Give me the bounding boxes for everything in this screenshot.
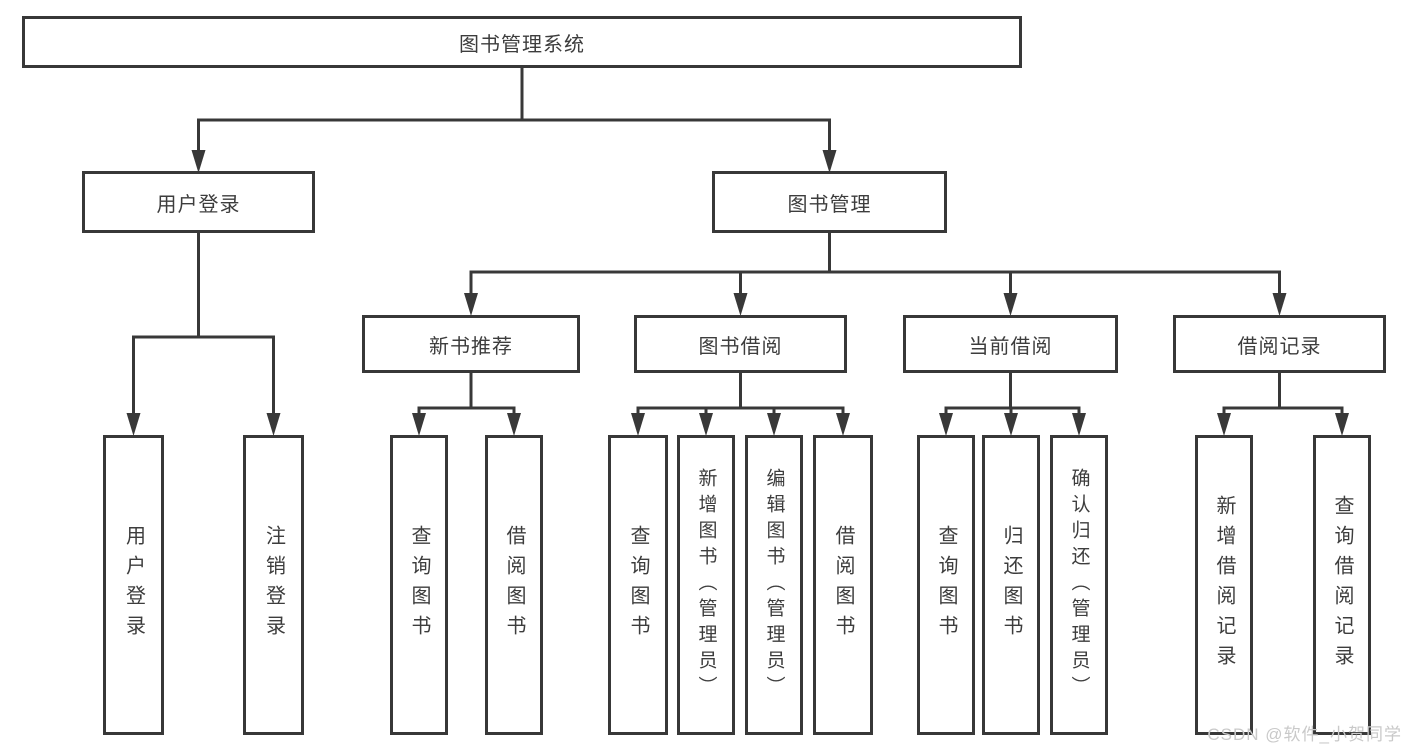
node-current-borrowing: 当前借阅 (903, 315, 1118, 373)
node-user-login: 用户登录 (82, 171, 315, 233)
leaf-bb-borrow-books: 借阅图书 (813, 435, 873, 735)
leaf-user-login: 用户登录 (103, 435, 164, 735)
leaf-bb-query-books: 查询图书 (608, 435, 668, 735)
node-library-management-system: 图书管理系统 (22, 16, 1022, 68)
leaf-cb-return-books: 归还图书 (982, 435, 1040, 735)
leaf-nb-query-books: 查询图书 (390, 435, 448, 735)
leaf-br-add-record: 新增借阅记录 (1195, 435, 1253, 735)
leaf-logout-login: 注销登录 (243, 435, 304, 735)
leaf-cb-query-books: 查询图书 (917, 435, 975, 735)
arrowheads (126, 150, 1349, 436)
node-new-book-recommend: 新书推荐 (362, 315, 580, 373)
leaf-nb-borrow-books: 借阅图书 (485, 435, 543, 735)
node-borrowing-records: 借阅记录 (1173, 315, 1386, 373)
leaf-bb-edit-books-admin: 编辑图书（管理员） (745, 435, 803, 735)
csdn-watermark: CSDN @软件_小贺同学 (1207, 725, 1402, 744)
leaf-cb-confirm-return-admin: 确认归还（管理员） (1050, 435, 1108, 735)
leaf-bb-add-books-admin: 新增图书（管理员） (677, 435, 735, 735)
leaf-br-query-record: 查询借阅记录 (1313, 435, 1371, 735)
node-book-borrowing: 图书借阅 (634, 315, 847, 373)
node-book-management: 图书管理 (712, 171, 947, 233)
